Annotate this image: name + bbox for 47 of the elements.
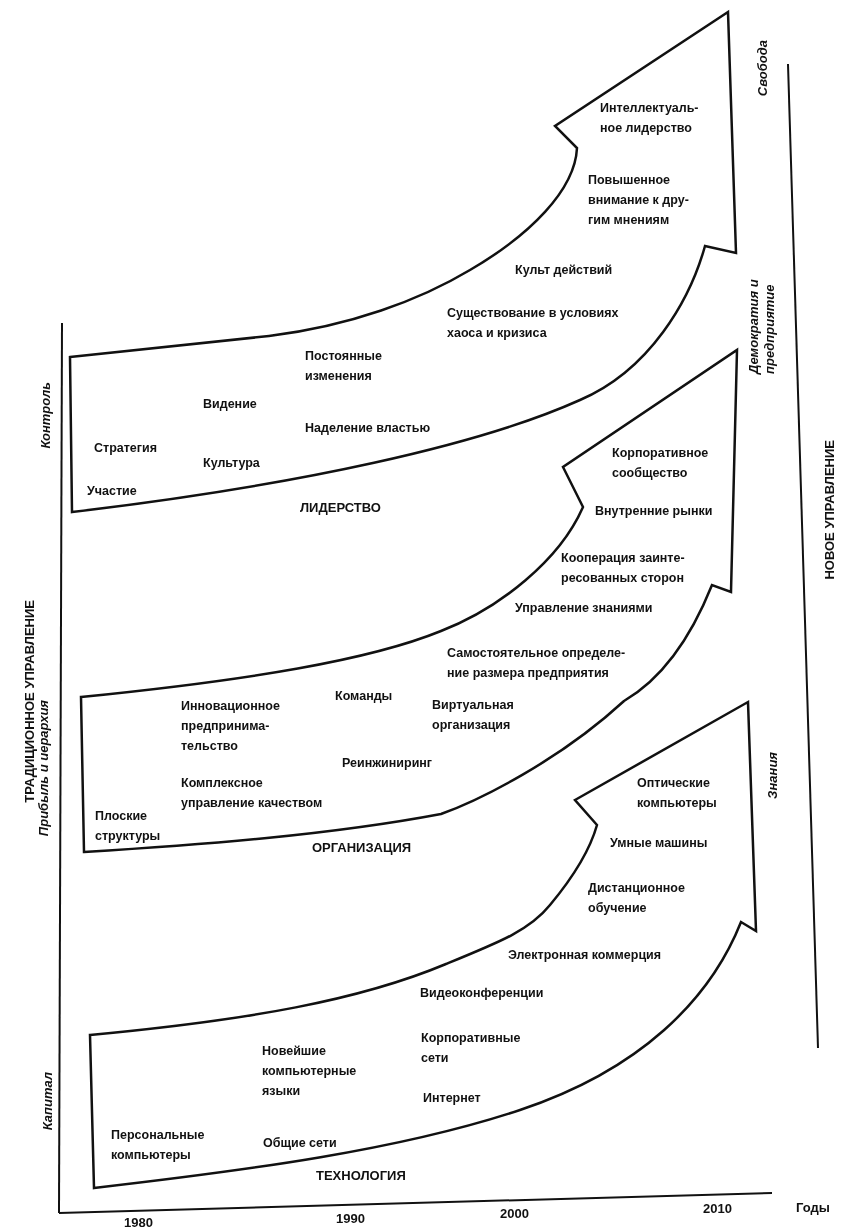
year-label: 2010 (703, 1201, 732, 1217)
trend-label: Кооперация заинте- ресованных сторон (561, 550, 686, 587)
trend-label: Виртуальная организация (432, 697, 515, 734)
trend-label: Участие (87, 483, 137, 500)
axis-unit-label: Годы (796, 1200, 830, 1216)
side-label: Капитал (40, 1072, 56, 1131)
trend-label: Видеоконференции (420, 985, 544, 1002)
trend-label: Персональные компьютеры (111, 1127, 206, 1164)
trend-label: Инновационное предпринима- тельство (181, 698, 281, 755)
trend-label: Общие сети (263, 1135, 337, 1152)
side-label: Свобода (755, 40, 771, 97)
year-label: 1980 (124, 1215, 153, 1231)
trend-label: Культ действий (515, 262, 613, 279)
trend-label: Внутренние рынки (595, 503, 713, 520)
trend-label: Управление знаниями (515, 600, 653, 617)
trend-label: Корпоративное сообщество (612, 445, 710, 482)
side-label: Контроль (38, 382, 54, 449)
trend-label: Постоянные изменения (305, 348, 383, 385)
trend-label: Культура (203, 455, 260, 472)
trend-label: Команды (335, 688, 393, 705)
trend-label: Существование в условиях хаоса и кризиса (447, 305, 620, 342)
axis-title: ТРАДИЦИОННОЕ УПРАВЛЕНИЕ (22, 600, 38, 803)
trend-label: Повышенное внимание к дру- гим мнениям (588, 172, 690, 229)
trend-label: Умные машины (610, 835, 708, 852)
trend-label: Дистанционное обучение (588, 880, 686, 917)
trend-label: Комплексное управление качеством (181, 775, 324, 812)
trend-label: Интернет (423, 1090, 481, 1107)
axis-title: НОВОЕ УПРАВЛЕНИЕ (822, 440, 838, 580)
trend-label: Видение (203, 396, 257, 413)
year-label: 2000 (500, 1206, 529, 1222)
trend-label: Стратегия (94, 440, 157, 457)
section-heading: ОРГАНИЗАЦИЯ (312, 839, 412, 857)
year-label: 1990 (336, 1211, 365, 1227)
side-label: Прибыль и иерархия (36, 700, 52, 837)
section-heading: ЛИДЕРСТВО (300, 499, 381, 517)
trend-label: Плоские структуры (95, 808, 162, 845)
section-heading: ТЕХНОЛОГИЯ (316, 1167, 406, 1185)
trend-label: Электронная коммерция (508, 947, 662, 964)
trend-label: Новейшие компьютерные языки (262, 1043, 358, 1100)
side-label: Знания (765, 752, 781, 799)
trend-label: Реинжиниринг (342, 755, 433, 772)
trend-label: Интеллектуаль- ное лидерство (600, 100, 700, 137)
trend-label: Наделение властью (305, 420, 431, 437)
trend-label: Корпоративные сети (421, 1030, 522, 1067)
trend-label: Самостоятельное определе- ние размера предприятия (447, 645, 627, 682)
trend-label: Оптические компьютеры (637, 775, 718, 812)
side-label: Демократия и предприятие (746, 278, 778, 374)
